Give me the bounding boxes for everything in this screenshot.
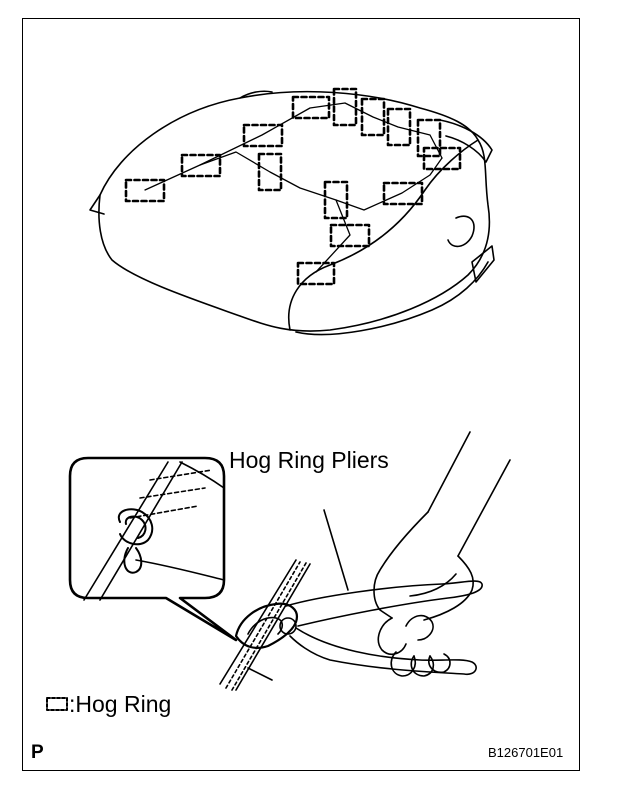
seat-cushion bbox=[89, 90, 495, 336]
finger bbox=[428, 653, 451, 674]
inset-cover-edge bbox=[83, 461, 169, 601]
legend-label: Hog Ring bbox=[75, 690, 172, 717]
seat-cushion-left-tab bbox=[89, 194, 105, 215]
hog-ring-detail bbox=[123, 547, 143, 574]
hog-ring-marker bbox=[257, 152, 283, 192]
legend-separator: : bbox=[69, 690, 76, 717]
inset-seam-line bbox=[139, 487, 206, 499]
dashed-rectangle-icon bbox=[46, 697, 68, 711]
seat-cushion-side-notch bbox=[447, 215, 475, 248]
hog-ring-marker bbox=[291, 95, 331, 120]
finger bbox=[377, 617, 407, 656]
figure-id: B126701E01 bbox=[488, 745, 564, 760]
finger bbox=[390, 651, 417, 677]
thumb bbox=[405, 614, 434, 641]
pliers-lower-handle bbox=[289, 627, 477, 676]
hog-ring-marker bbox=[386, 107, 412, 147]
pliers-pivot bbox=[279, 617, 297, 635]
tool-label: Hog Ring Pliers bbox=[229, 447, 389, 473]
pliers-upper-handle bbox=[285, 580, 483, 627]
hog-ring-marker bbox=[296, 261, 336, 286]
sleeve-line bbox=[457, 459, 511, 557]
legend: : Hog Ring bbox=[46, 691, 171, 717]
seat-cushion-hook bbox=[471, 245, 495, 283]
hog-ring-marker bbox=[329, 223, 371, 248]
leader-line bbox=[323, 509, 349, 591]
view-code: P bbox=[31, 742, 44, 763]
hog-ring-marker bbox=[382, 181, 424, 206]
hog-ring-detail bbox=[117, 508, 154, 546]
inset-seam-line bbox=[149, 469, 213, 481]
seat-cushion-front-face bbox=[288, 139, 479, 331]
pliers-jaw bbox=[234, 602, 298, 649]
hog-ring-marker bbox=[422, 146, 462, 171]
hog-ring-marker bbox=[124, 178, 166, 203]
finger bbox=[410, 655, 435, 677]
inset-fabric-line bbox=[135, 559, 225, 581]
hog-ring-detail bbox=[124, 515, 147, 539]
hog-ring-marker bbox=[332, 87, 358, 127]
inset-cover-edge bbox=[99, 461, 183, 601]
hog-ring-marker bbox=[323, 180, 349, 220]
knuckle-crease bbox=[409, 573, 457, 597]
hog-ring-marker bbox=[360, 97, 386, 137]
inset-fabric-line bbox=[179, 461, 225, 489]
hand bbox=[373, 431, 511, 677]
seat-cushion-rear-edge bbox=[239, 90, 273, 99]
hand-outline bbox=[423, 555, 474, 621]
hog-ring-marker bbox=[242, 123, 284, 148]
hog-ring-markers bbox=[124, 87, 462, 286]
cover-wire-lines bbox=[144, 102, 443, 273]
inset-seam-line bbox=[129, 505, 199, 519]
seat-cushion-rear-flap bbox=[439, 119, 493, 163]
detail-inset-frame bbox=[68, 456, 238, 642]
seat-cushion-bottom-lip bbox=[295, 261, 489, 336]
sleeve-line bbox=[427, 431, 471, 513]
hog-ring-pliers bbox=[234, 580, 483, 676]
figure-frame bbox=[22, 18, 580, 771]
hog-ring-marker bbox=[180, 153, 222, 178]
hog-ring-marker bbox=[416, 118, 442, 158]
pliers-jaw-inner bbox=[247, 616, 284, 635]
detail-inset bbox=[68, 456, 238, 642]
seat-cushion-outline bbox=[98, 90, 491, 332]
hand-outline bbox=[373, 511, 429, 619]
